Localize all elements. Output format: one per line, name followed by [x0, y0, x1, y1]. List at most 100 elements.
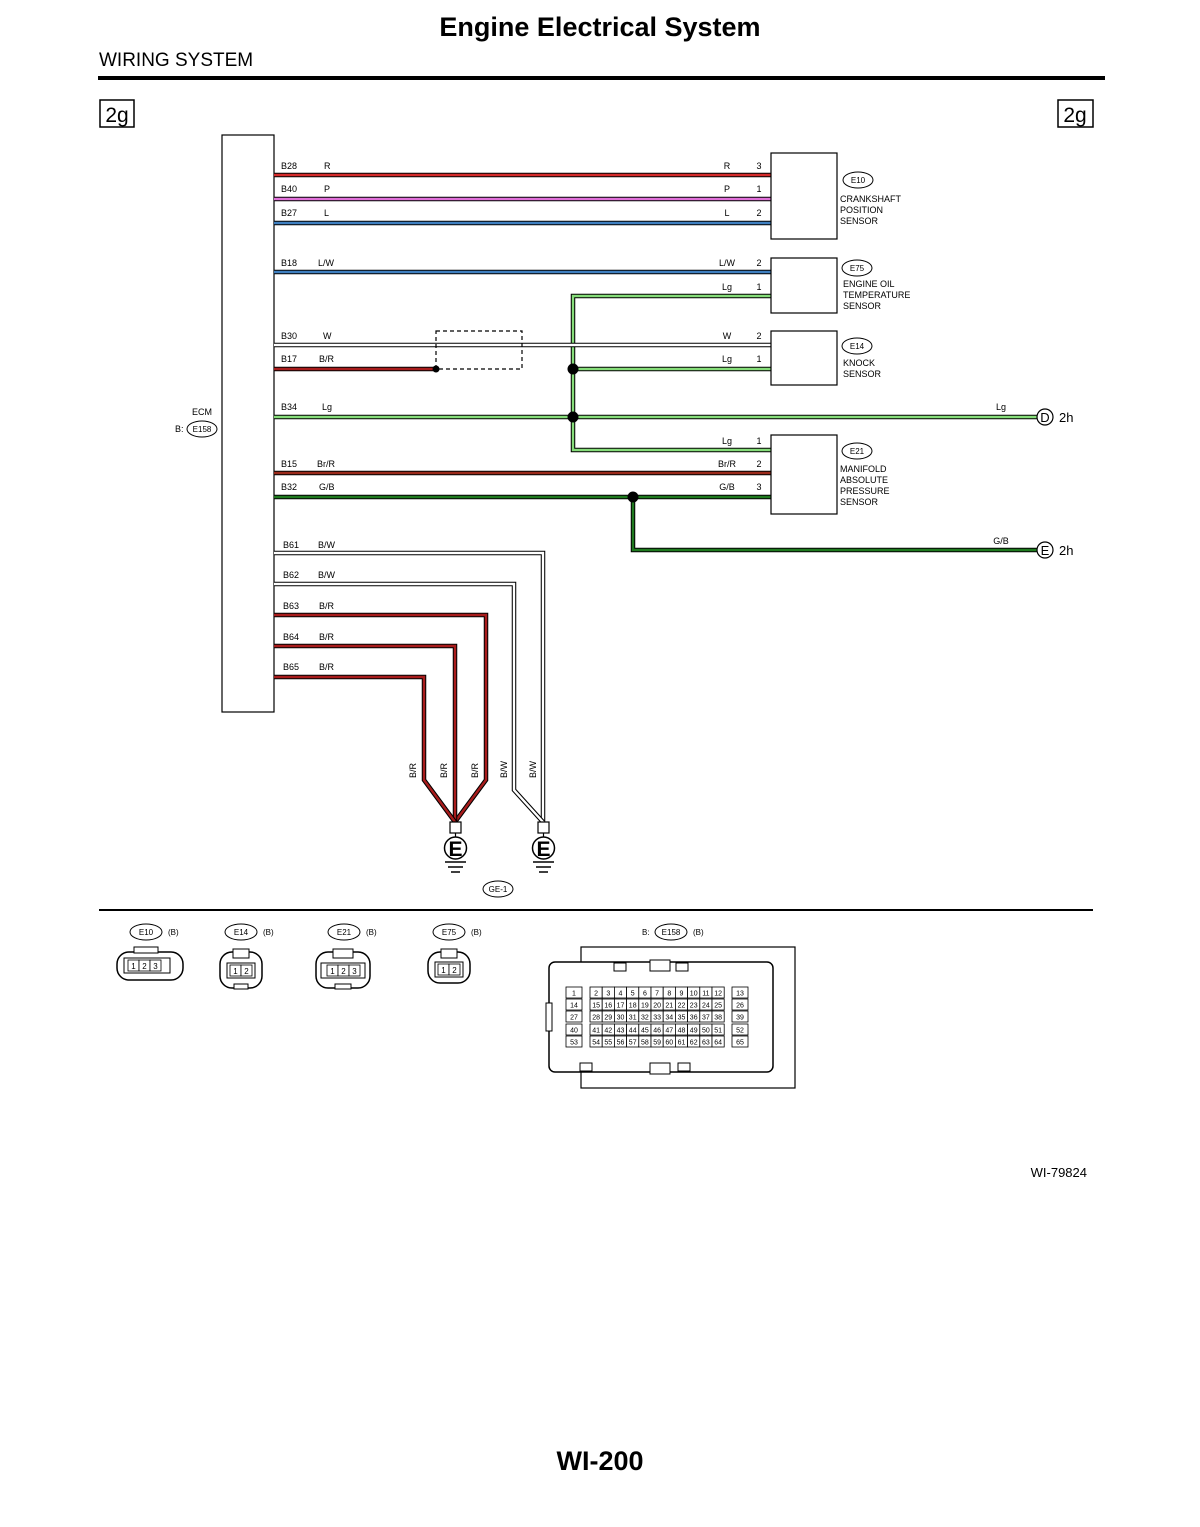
ecm-pin-number: 11 [702, 991, 709, 998]
connector-id-oval [224, 923, 258, 941]
wire-b62 [274, 582, 544, 823]
ecm-pin: B62 [283, 570, 299, 580]
ground-terminal [449, 821, 462, 834]
wire-b61-outline [274, 550, 546, 822]
junction-dot [567, 363, 579, 375]
sensor-pin: 3 [756, 161, 761, 171]
sensor-pin: 1 [756, 184, 761, 194]
sensor-name-line: CRANKSHAFT [840, 194, 902, 204]
sensor-pin-labels: R 3 P 1 L 2 L/W 2 Lg 1 W 2 Lg 1 Lg Lg 1 … [718, 161, 1009, 546]
ecm-pin-number: 8 [667, 991, 671, 998]
sensor-name-line: SENSOR [840, 497, 879, 507]
sensor-name-line: KNOCK [843, 358, 875, 368]
ecm-pin: B15 [281, 459, 297, 469]
ecm-pin-number: 52 [736, 1028, 744, 1035]
section-title: WIRING SYSTEM [99, 50, 254, 71]
ecm-pin-cell [731, 998, 749, 1011]
offpage-connector-d [1036, 408, 1054, 426]
ecm-pin-number: 54 [592, 1040, 600, 1047]
ecm-block [221, 134, 275, 713]
ecm-pin-number: 65 [736, 1040, 744, 1047]
ecm-pin-number: 37 [702, 1015, 710, 1022]
ground-letter: E [448, 838, 462, 861]
wire-color-code: L [324, 208, 329, 218]
ecm-connector-prefix: B: [175, 424, 184, 434]
ecm-connector-tab [579, 1062, 593, 1072]
ecm-connector-note: (B) [693, 928, 704, 937]
ecm-pin-number: 3 [606, 991, 610, 998]
ecm-pin-number: 60 [665, 1040, 673, 1047]
ecm-pin-cell [711, 1035, 725, 1048]
shield-box [435, 330, 523, 370]
wire-color-code: Lg [322, 402, 332, 412]
ecm-pin-number: 1 [572, 991, 576, 998]
ecm-pin-cell [731, 986, 749, 999]
ecm-pin: B27 [281, 208, 297, 218]
connector-note: (B) [366, 928, 377, 937]
wire-end-code: R [724, 161, 731, 171]
wire-b61 [274, 551, 545, 822]
ecm-pin-number: 19 [641, 1003, 649, 1010]
connector-note: (B) [263, 928, 274, 937]
ecm-pin: B28 [281, 161, 297, 171]
sensor-connector-id: E75 [850, 264, 865, 273]
wire-end-code: P [724, 184, 730, 194]
connector-pin-cell [348, 964, 361, 977]
ecm-pin-number: 50 [702, 1028, 710, 1035]
wire-end-code: Lg [996, 402, 1006, 412]
ecm-pin-number: 28 [592, 1015, 600, 1022]
connector-id: E75 [442, 928, 457, 937]
sensor-name-line: SENSOR [843, 301, 882, 311]
ecm-pin-number: 31 [629, 1015, 637, 1022]
ecm-pin-number: 36 [690, 1015, 698, 1022]
sensor-pin: 2 [756, 459, 761, 469]
drop-label: B/R [408, 762, 418, 778]
connector-latch [133, 946, 159, 954]
ecm-pin: B40 [281, 184, 297, 194]
connector-id-oval [432, 923, 466, 941]
ecm-pin-number: 42 [604, 1028, 612, 1035]
sensor-connector-oval [841, 259, 873, 277]
wire-color-code: G/B [319, 482, 335, 492]
drop-label: B/R [439, 762, 449, 778]
ecm-pin-number: 34 [665, 1015, 673, 1022]
connector-pin: 2 [142, 962, 147, 971]
sensor-box-crankshaft [770, 152, 838, 240]
ecm-pin-number: 58 [641, 1040, 649, 1047]
wire-color-code: Br/R [317, 459, 336, 469]
ecm-pin: B18 [281, 258, 297, 268]
wire-b65-outline [274, 674, 457, 824]
ecm-pin-cell [711, 986, 725, 999]
connector-pin: 2 [452, 966, 457, 975]
ecm-connector-tab [677, 1062, 691, 1072]
sensor-box-oil-temp [770, 257, 838, 314]
ecm-pin-cell [731, 1035, 749, 1048]
sensor-name-line: POSITION [840, 205, 883, 215]
connector-note: (B) [471, 928, 482, 937]
connector-foot [334, 983, 352, 990]
ecm-pin-cell [711, 1010, 725, 1023]
ecm-pin-number: 48 [678, 1028, 686, 1035]
ground-label-oval [482, 880, 514, 898]
wire-b65 [274, 675, 456, 823]
ecm-pin-cell [565, 1010, 583, 1023]
ecm-pin-number: 16 [604, 1003, 612, 1010]
connector-pin: 1 [131, 962, 136, 971]
ground-label: GE-1 [489, 885, 508, 894]
sensor-name-line: SENSOR [840, 216, 879, 226]
junction-dot [432, 365, 440, 373]
ecm-pin-number: 17 [617, 1003, 625, 1010]
wire-end-code: G/B [719, 482, 735, 492]
ecm-pin-number: 62 [690, 1040, 698, 1047]
ecm-pin-number: 27 [570, 1015, 578, 1022]
connector-pin: 2 [341, 967, 346, 976]
ecm-pin: B30 [281, 331, 297, 341]
ecm-pin-cell [711, 1023, 725, 1036]
wire-lg-branch-outline [570, 293, 771, 453]
ecm-pin-number: 49 [690, 1028, 698, 1035]
ground-symbol-2: E [531, 821, 556, 873]
figure-id: WI-79824 [1031, 1165, 1087, 1180]
sensor-name-line: SENSOR [843, 369, 882, 379]
